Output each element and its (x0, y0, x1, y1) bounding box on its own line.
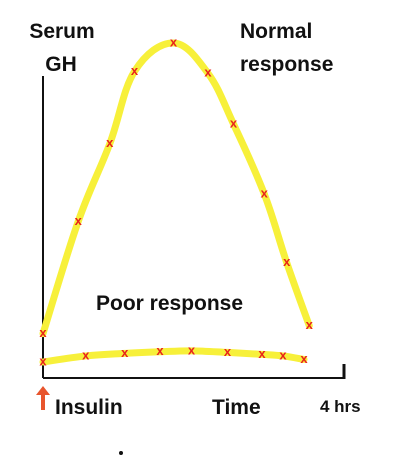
poor-response-point-8: x (300, 351, 308, 366)
x-axis-insulin-label: Insulin (55, 396, 123, 419)
poor-response-point-1: x (82, 347, 90, 362)
poor-response-point-2: x (121, 345, 129, 360)
y-axis-label-line2: GH (45, 53, 77, 76)
normal-response-point-9: x (306, 317, 314, 332)
normal-response-point-8: x (283, 254, 291, 269)
normal-response-point-0: x (39, 325, 47, 340)
x-axis-time-label: Time (212, 396, 261, 419)
poor-response-point-5: x (224, 344, 232, 359)
poor-response-point-0: x (39, 353, 47, 368)
bottom-dot (119, 451, 123, 455)
poor-response-point-7: x (279, 347, 287, 362)
poor-response-label: Poor response (96, 292, 243, 315)
normal-response-point-2: x (106, 135, 114, 150)
curves-group (39, 39, 313, 366)
normal-response-label-line2: response (240, 53, 333, 76)
normal-response-point-6: x (230, 115, 238, 130)
normal-response-label-line1: Normal (240, 20, 312, 43)
normal-response-curve (39, 39, 313, 338)
y-axis-label-line1: Serum (29, 20, 94, 43)
insulin-arrow-icon (36, 386, 50, 410)
poor-response-point-4: x (188, 342, 196, 357)
normal-response-point-3: x (131, 63, 139, 78)
normal-response-point-4: x (170, 34, 178, 49)
poor-response-point-3: x (156, 343, 164, 358)
normal-response-point-5: x (204, 65, 212, 80)
normal-response-point-7: x (261, 185, 269, 200)
poor-response-point-6: x (258, 346, 266, 361)
x-axis-end-label: 4 hrs (320, 397, 361, 416)
poor-response-curve (39, 347, 308, 366)
normal-response-point-1: x (75, 213, 83, 228)
